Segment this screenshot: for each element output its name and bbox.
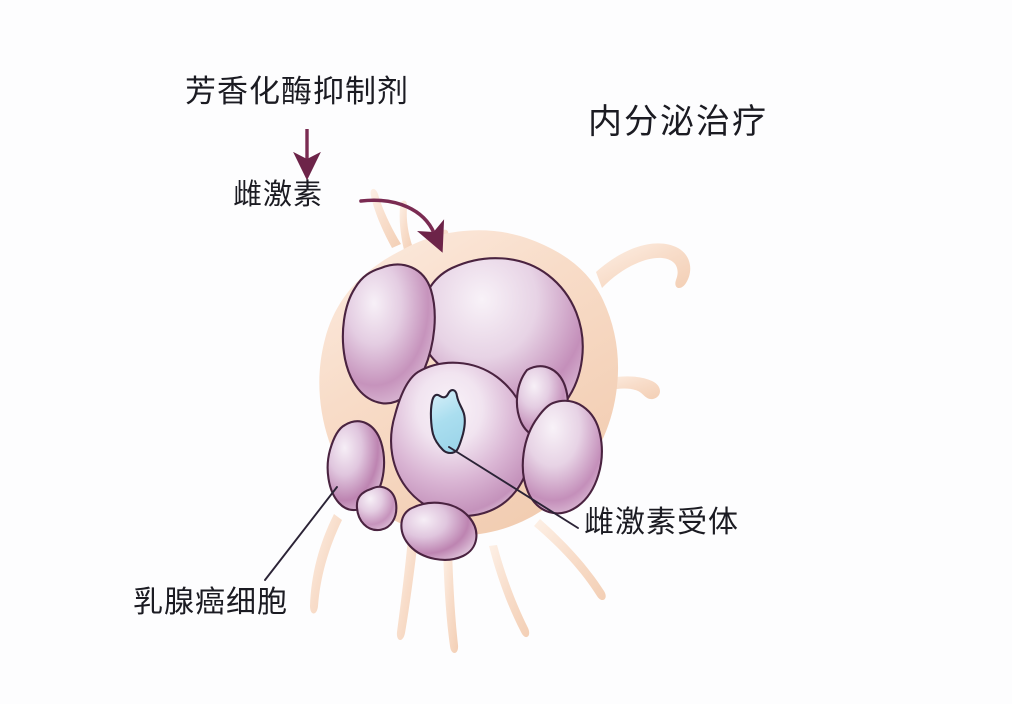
leader-lines: [264, 446, 579, 581]
label-estrogen: 雌激素: [233, 179, 324, 211]
label-breast-cancer-cell: 乳腺癌细胞: [133, 586, 288, 619]
page-title: 内分泌治疗: [588, 103, 768, 141]
cell-lobes: [326, 257, 603, 561]
arrow-estrogen-to-cell: [359, 198, 445, 253]
label-estrogen-receptor: 雌激素受体: [584, 506, 739, 539]
receptor-leader-line: [448, 446, 579, 529]
arrows: [293, 129, 445, 253]
cell-leader-line: [264, 486, 338, 581]
receptor-glyph: [429, 389, 466, 455]
label-aromatase-inhibitor: 芳香化酶抑制剂: [185, 74, 409, 109]
